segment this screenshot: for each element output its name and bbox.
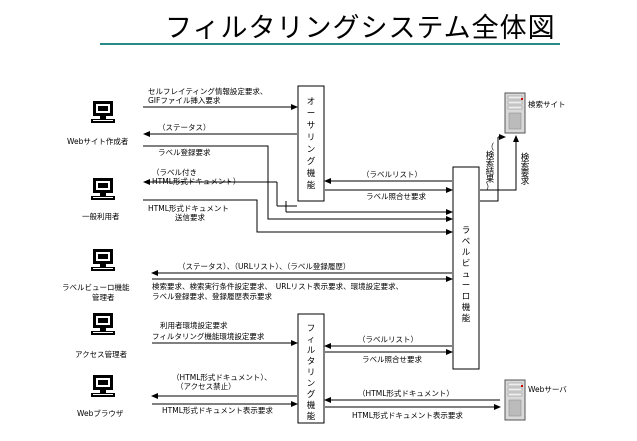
bureau-label-char: ベ <box>462 237 471 247</box>
web-server-label: Webサーバ <box>528 385 567 394</box>
msg-html-send-2: 送信要求 <box>175 212 205 222</box>
filtering-label-char: ン <box>307 379 316 389</box>
web-browser-label: Webブラウザ <box>77 408 124 418</box>
general-user-label: 一般利用者 <box>82 211 120 221</box>
msg-self-rating-1: セルフレイティング情報設定要求、 <box>148 86 267 96</box>
filtering-label-char: ィ <box>307 335 316 345</box>
search-request-char: 要 <box>521 169 530 179</box>
search-result-char: 検 <box>486 150 495 161</box>
ocerring-label-char: 能 <box>307 180 316 191</box>
bureau-label-char: ビ <box>462 259 471 269</box>
msg-html-back-1: （HTML形式ドキュメント）、 <box>172 372 272 382</box>
search-result-char: ） <box>486 182 495 193</box>
filtering-label-char: フ <box>307 324 316 334</box>
msg-server-html: （HTML形式ドキュメント） <box>358 388 454 398</box>
search-result-char: 索 <box>486 158 495 169</box>
ocerring-label-char: オ <box>307 97 316 107</box>
msg-html-send-1: HTML形式ドキュメント <box>148 203 229 213</box>
search-request-char: 索 <box>521 160 530 171</box>
ocerring-label-char: ー <box>307 109 316 119</box>
msg-label-list-1: （ラベルリスト） <box>362 170 422 179</box>
msg-html-display-req: HTML形式ドキュメント表示要求 <box>162 405 273 415</box>
access-admin-computer-icon <box>91 313 115 335</box>
msg-user-env-1: 利用者環境設定要求 <box>160 320 228 330</box>
search-result-char: 結 <box>486 166 495 177</box>
bureau-label-char: ロ <box>462 292 471 302</box>
bureau-label-char: ラ <box>462 226 471 236</box>
msg-label-attached-1: （ラベル付き <box>152 167 197 177</box>
bureau-label-char: 能 <box>462 313 471 324</box>
general-user-computer-icon <box>91 178 115 200</box>
arrow-html-send <box>143 199 453 235</box>
filtering-label-char: リ <box>307 368 316 378</box>
title-underline <box>100 43 560 45</box>
msg-label-query-1: ラベル照合せ要求 <box>366 191 426 201</box>
web-author-computer-icon <box>91 101 115 123</box>
ocerring-label-char: 機 <box>307 168 316 179</box>
search-result-char: 果 <box>486 175 495 185</box>
page-title: フィルタリングシステム全体図 <box>165 13 556 44</box>
access-admin-label: アクセス管理者 <box>75 349 128 359</box>
bureau-label-char: ー <box>462 281 471 291</box>
search-site-server-icon <box>504 92 526 134</box>
label-admin-label-1: ラベルビューロ機能 <box>62 282 130 292</box>
filtering-label-char: 機 <box>307 400 316 411</box>
msg-html-back-2: （アクセス禁止） <box>176 381 236 391</box>
filtering-label-char: タ <box>307 357 316 367</box>
search-request-char: 求 <box>521 176 530 187</box>
msg-user-env-2: フィルタリング機能環境設定要求 <box>152 331 265 341</box>
label-admin-label-2: 管理者 <box>92 292 115 302</box>
msg-label-list-2: （ラベルリスト） <box>358 335 418 344</box>
search-site-label: 検索サイト <box>528 99 566 109</box>
msg-search-request: 検索要求 <box>521 152 530 187</box>
ocerring-label-char: ン <box>307 145 316 155</box>
msg-label-register: ラベル登録要求 <box>158 147 211 157</box>
label-admin-computer-icon <box>91 249 115 271</box>
arrow-search-request <box>480 135 519 191</box>
filtering-label-char: グ <box>307 389 316 400</box>
filtering-label-char: ル <box>307 346 316 356</box>
filtering-function-label: フィルタリング機能 <box>307 324 316 422</box>
msg-label-attached-2: HTML形式ドキュメント） <box>152 176 240 186</box>
filtering-function-box <box>297 313 325 424</box>
label-bureau-function-label: ラベルビューロ機能 <box>462 226 471 324</box>
label-bureau-function-box <box>452 166 480 370</box>
msg-bureau-req-2: ラベル登録要求、登録履歴表示要求 <box>152 291 272 301</box>
msg-status-back: （ステータス） <box>158 123 211 132</box>
bureau-label-char: ュ <box>462 270 471 280</box>
msg-self-rating-2: GIFファイル挿入要求 <box>148 95 221 105</box>
web-author-label: Webサイト作成者 <box>67 136 129 146</box>
line-search-result <box>480 137 499 202</box>
ocerring-label-char: サ <box>307 121 316 131</box>
web-server-icon <box>504 379 526 421</box>
bureau-label-char: ル <box>462 248 471 258</box>
ocerring-function-box <box>297 85 325 202</box>
web-browser-computer-icon <box>91 375 115 397</box>
bureau-label-char: 機 <box>462 302 471 313</box>
ocerring-label-char: グ <box>307 156 316 167</box>
search-result-char: （ <box>486 142 495 153</box>
msg-server-display-req: HTML形式ドキュメント表示要求 <box>352 410 463 420</box>
filtering-label-char: 能 <box>307 411 316 422</box>
msg-bureau-status: （ステータス）、（URLリスト）、（ラベル登録履歴） <box>178 261 350 271</box>
ocerring-label-char: リ <box>307 133 316 143</box>
msg-bureau-req-1: 検索要求、検索実行条件設定要求、 URLリスト表示要求、環境設定要求、 <box>152 281 403 291</box>
search-request-char: 検 <box>521 152 530 163</box>
msg-label-query-2: ラベル照合せ要求 <box>362 354 422 364</box>
